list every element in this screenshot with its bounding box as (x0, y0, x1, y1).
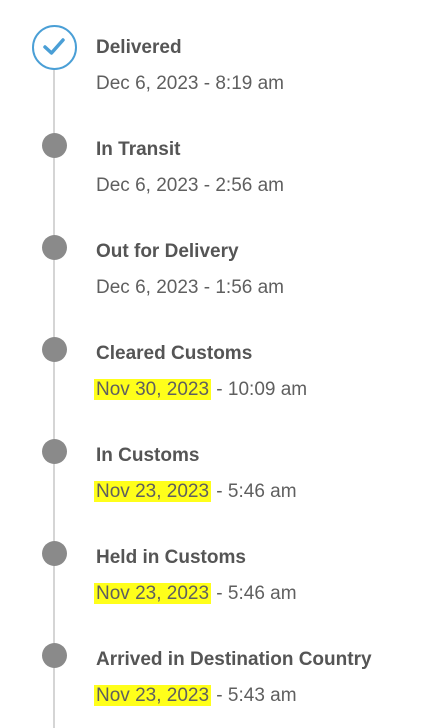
event-time: - 5:46 am (211, 583, 297, 604)
event-datetime: Dec 6, 2023 - 2:56 am (96, 175, 284, 197)
event-in-transit: In Transit Dec 6, 2023 - 2:56 am (0, 102, 445, 204)
event-out-for-delivery: Out for Delivery Dec 6, 2023 - 1:56 am (0, 204, 445, 306)
event-date-highlighted: Nov 23, 2023 (94, 685, 212, 706)
event-date-highlighted: Nov 30, 2023 (94, 379, 212, 400)
status-dot-icon (42, 337, 67, 362)
status-dot-icon (42, 643, 67, 668)
event-datetime: Nov 23, 2023 - 5:43 am (94, 685, 297, 707)
event-title: In Customs (96, 445, 200, 466)
event-time: - 8:19 am (198, 73, 285, 94)
status-dot-icon (42, 541, 67, 566)
event-time: - 1:56 am (198, 277, 285, 298)
event-date-highlighted: Nov 23, 2023 (94, 481, 212, 502)
timeline-line (53, 48, 55, 728)
status-dot-icon (42, 439, 67, 464)
event-arrived-destination: Arrived in Destination Country Nov 23, 2… (0, 612, 445, 714)
event-date: Dec 6, 2023 (96, 73, 199, 94)
event-datetime: Nov 23, 2023 - 5:46 am (94, 481, 297, 503)
event-time: - 2:56 am (198, 175, 285, 196)
event-held-in-customs: Held in Customs Nov 23, 2023 - 5:46 am (0, 510, 445, 612)
event-time: - 5:46 am (211, 481, 297, 502)
status-dot-icon (42, 235, 67, 260)
event-time: - 5:43 am (211, 685, 297, 706)
event-time: - 10:09 am (211, 379, 308, 400)
event-datetime: Nov 23, 2023 - 5:46 am (94, 583, 297, 605)
event-title: Held in Customs (96, 547, 246, 568)
event-title: Out for Delivery (96, 241, 239, 262)
event-datetime: Dec 6, 2023 - 1:56 am (96, 277, 284, 299)
event-title: In Transit (96, 139, 181, 160)
event-date: Dec 6, 2023 (96, 277, 199, 298)
event-datetime: Dec 6, 2023 - 8:19 am (96, 73, 284, 95)
event-title: Arrived in Destination Country (96, 649, 372, 670)
event-title: Delivered (96, 37, 182, 58)
event-datetime: Nov 30, 2023 - 10:09 am (94, 379, 308, 401)
event-date: Dec 6, 2023 (96, 175, 199, 196)
event-in-customs: In Customs Nov 23, 2023 - 5:46 am (0, 408, 445, 510)
event-cleared-customs: Cleared Customs Nov 30, 2023 - 10:09 am (0, 306, 445, 408)
event-date-highlighted: Nov 23, 2023 (94, 583, 212, 604)
event-title: Cleared Customs (96, 343, 253, 364)
status-dot-icon (42, 133, 67, 158)
event-delivered: Delivered Dec 6, 2023 - 8:19 am (0, 0, 445, 102)
check-icon (32, 25, 77, 70)
